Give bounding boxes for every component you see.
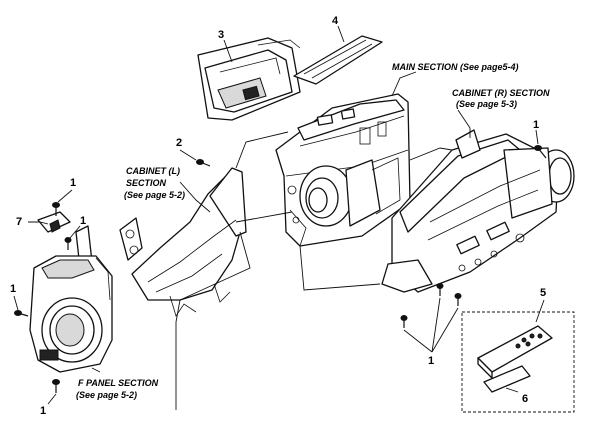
part-3-cover: [197, 37, 301, 121]
callout-2: 2: [176, 137, 182, 149]
label-cabinet-l-line3: (See page 5-2): [124, 190, 185, 200]
label-f-panel-line1: F PANEL SECTION: [78, 378, 159, 388]
cabinet-l-housing: [119, 167, 247, 317]
screw-2: [196, 159, 211, 167]
screw-left-mid: [64, 237, 72, 250]
label-f-panel-line2: (See page 5-2): [76, 390, 137, 400]
leader-lines: [13, 25, 545, 410]
label-cabinet-r-line2: (See page 5-3): [456, 99, 517, 109]
label-cabinet-r-line1: CABINET (R) SECTION: [452, 88, 550, 98]
screw-bottom-r3: [454, 293, 462, 306]
callout-1-bottom-right: 1: [428, 355, 434, 367]
label-cabinet-l-line1: CABINET (L): [126, 166, 180, 176]
callout-1-left-top: 1: [70, 177, 76, 189]
screw-left-top: [52, 202, 60, 216]
part-5-box: [461, 311, 575, 413]
callout-5: 5: [540, 287, 546, 299]
cabinet-r-housing: [381, 129, 575, 293]
callout-1-left-side: 1: [10, 283, 16, 295]
part-6-battery-lid: [483, 365, 531, 393]
screw-right-top: [534, 145, 547, 159]
callout-1-right-top: 1: [533, 119, 539, 131]
screw-left-side: [14, 310, 29, 317]
callout-3: 3: [218, 29, 224, 41]
callout-4: 4: [332, 15, 339, 27]
f-panel-housing: [29, 255, 113, 373]
label-cabinet-l-line2: SECTION: [126, 178, 167, 188]
part-5-remote: [477, 325, 553, 379]
callout-1-left-mid: 1: [80, 215, 86, 227]
screw-bottom-left: [52, 379, 60, 393]
callout-7: 7: [16, 216, 22, 228]
main-section-chassis: [275, 93, 411, 247]
callout-6: 6: [522, 393, 528, 405]
callout-1-bottom: 1: [40, 405, 46, 417]
part-4-strip: [293, 35, 383, 85]
part-7-bracket: [37, 211, 71, 233]
screw-bottom-r2: [436, 283, 444, 296]
screw-bottom-r1: [400, 315, 408, 328]
label-main-section: MAIN SECTION (See page5-4): [392, 62, 519, 72]
